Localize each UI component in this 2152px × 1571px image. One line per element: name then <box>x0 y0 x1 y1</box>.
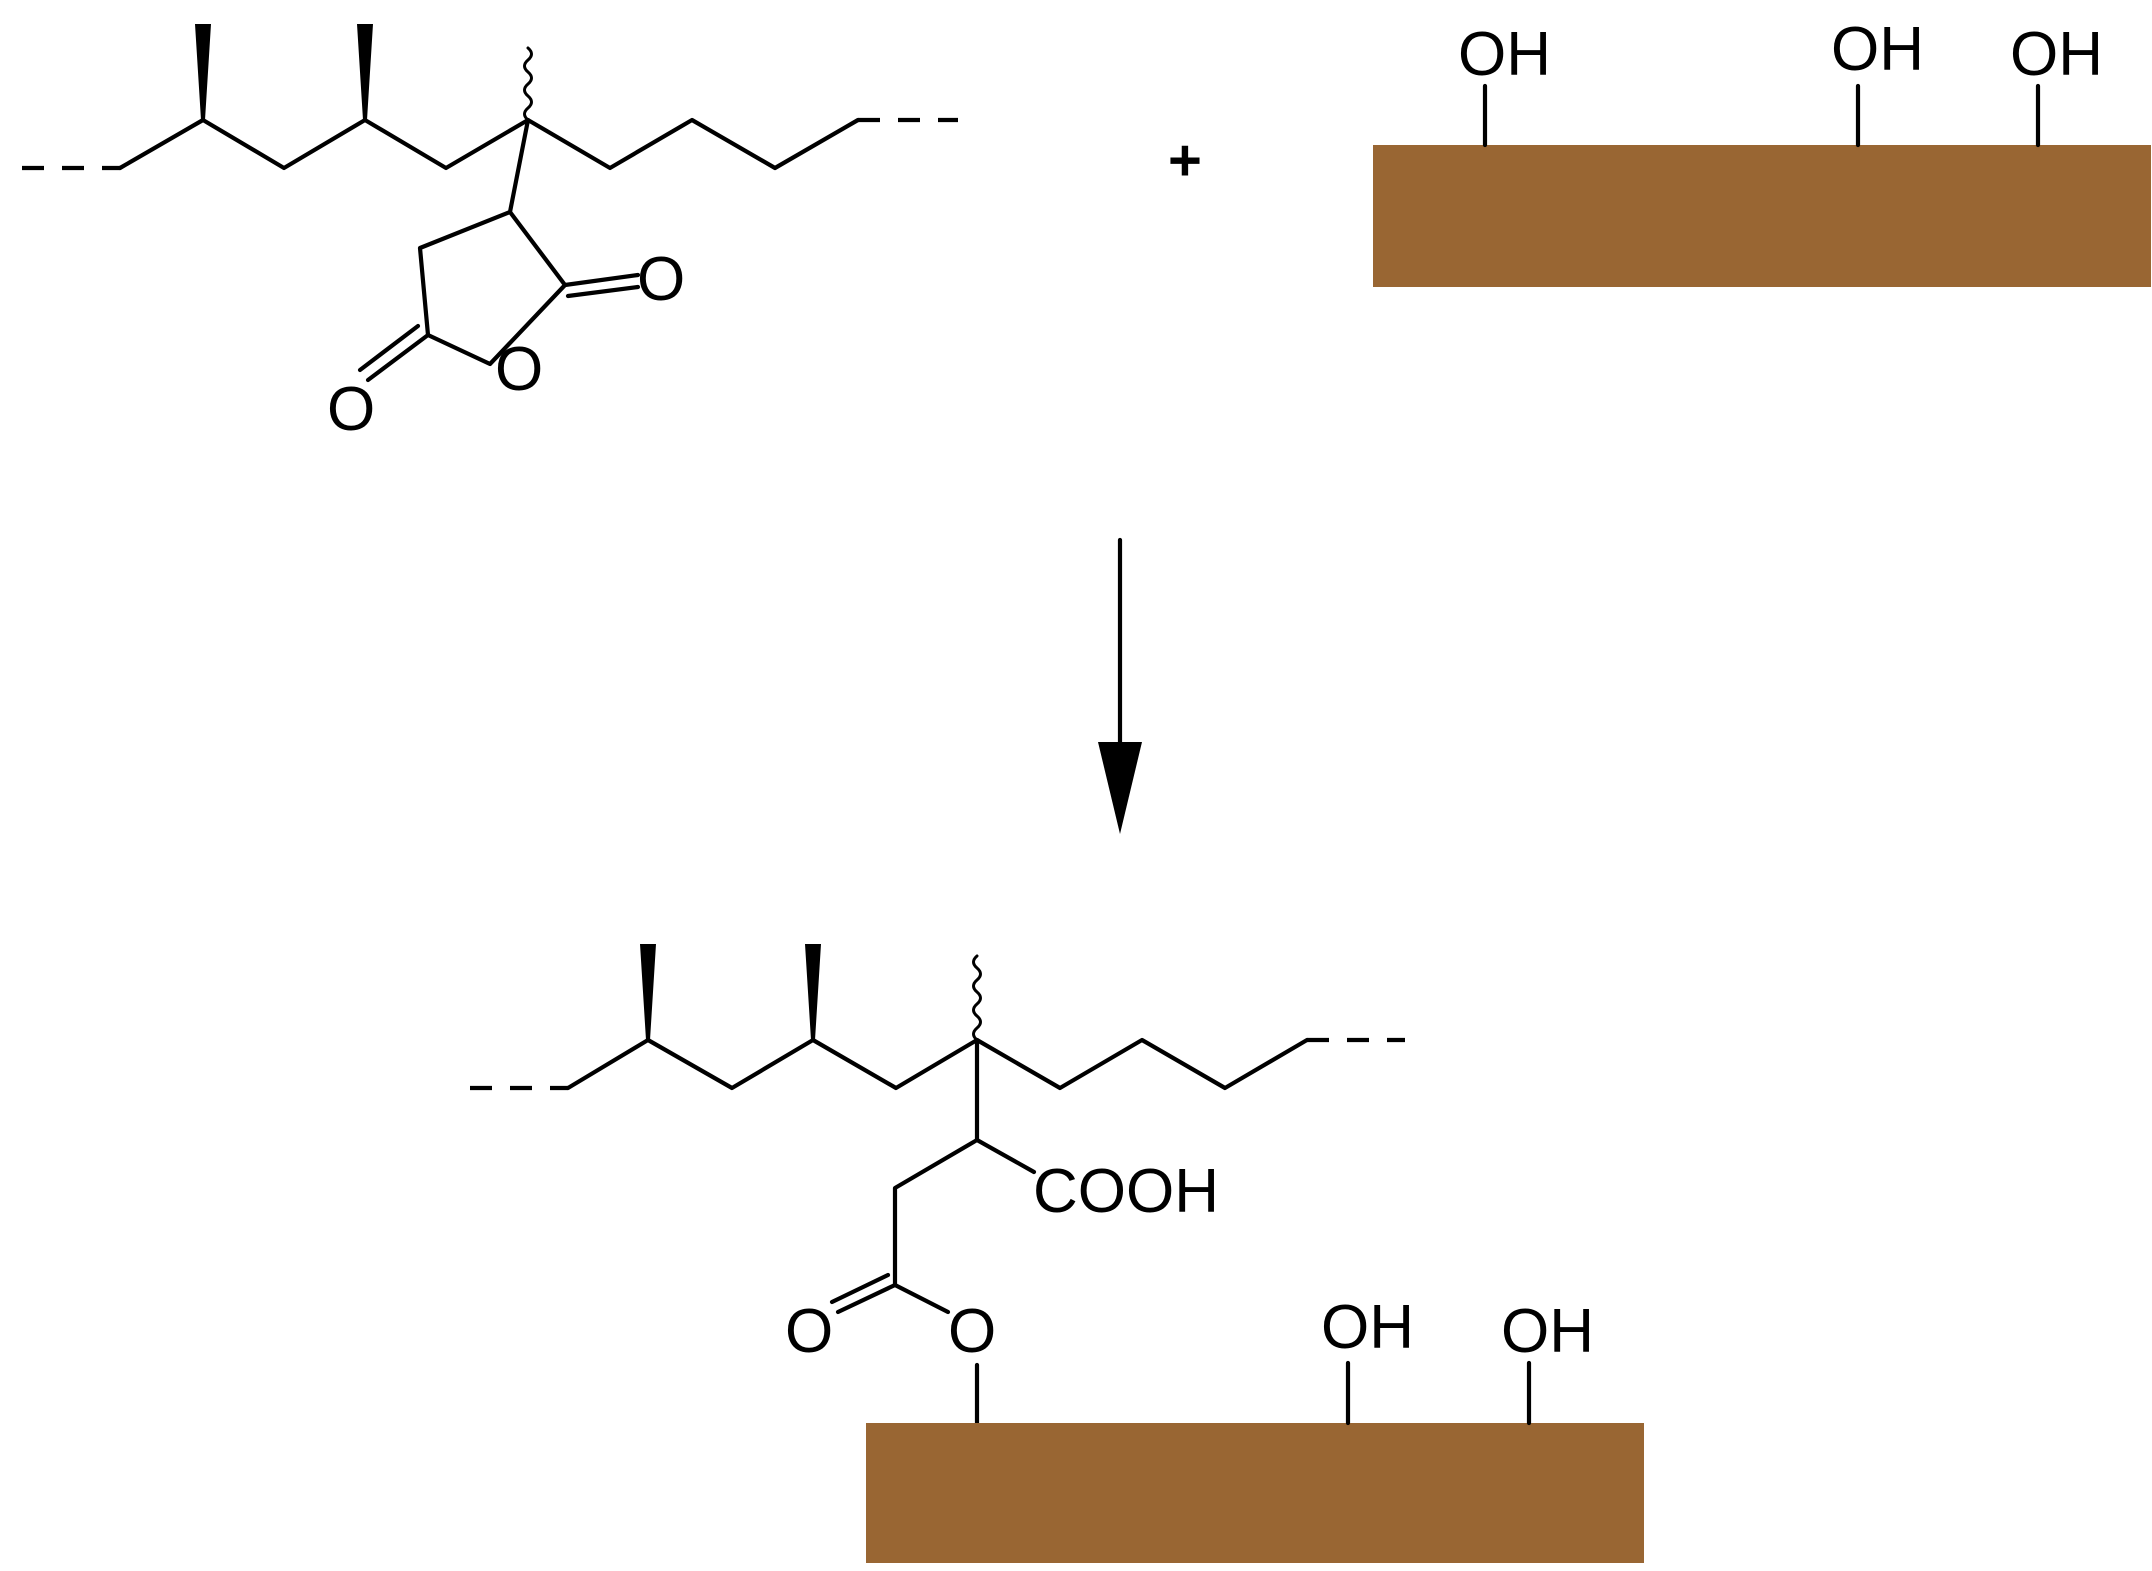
acid-bond <box>974 1137 1037 1175</box>
carbonyl-right-bond-b <box>565 284 641 299</box>
ester-carbonyl-bond-a <box>835 1282 898 1315</box>
carboxylic-acid-group: COOH <box>1033 1157 1219 1226</box>
wavy-bond <box>972 954 982 1042</box>
carbonyl-right-bond-a <box>562 272 641 288</box>
surface-substrate <box>866 1423 1644 1563</box>
carbonyl-left-bond-a <box>365 332 431 383</box>
product-surface: OH OH <box>866 1293 1644 1563</box>
ester-o: O <box>948 1297 996 1366</box>
surface-hydroxyl-1: OH <box>1458 20 1551 89</box>
methyl-wedge-1 <box>640 944 656 1040</box>
anhydride-carbonyl-o-right: O <box>637 245 685 314</box>
plus-sign: + <box>1168 128 1202 193</box>
reactant-polymer: O O O <box>22 24 958 444</box>
anhydride-ring <box>417 117 568 367</box>
anhydride-ring-o: O <box>495 335 543 404</box>
surface-hydroxyl-1: OH <box>1321 1293 1414 1362</box>
reaction-arrow <box>1098 537 1142 834</box>
wavy-bond <box>523 46 533 122</box>
surface-hydroxyl-3: OH <box>2010 20 2103 89</box>
ester-o-bond <box>892 1282 951 1315</box>
methyl-wedge-1 <box>195 24 211 120</box>
product-polymer: COOH O O <box>470 944 1405 1426</box>
polymer-backbone <box>117 117 861 171</box>
anhydride-carbonyl-o-left: O <box>327 375 375 444</box>
arrow-head <box>1098 742 1142 834</box>
surface-hydroxyl-2: OH <box>1501 1297 1594 1366</box>
methyl-wedge-2 <box>805 944 821 1040</box>
reactant-surface: OH OH OH <box>1373 15 2151 287</box>
carbonyl-left-bond-b <box>357 323 421 373</box>
ester-carbonyl-o: O <box>785 1297 833 1366</box>
ester-arm <box>892 1137 980 1288</box>
polymer-backbone <box>565 1037 1310 1091</box>
surface-hydroxyl-2: OH <box>1831 15 1924 84</box>
methyl-wedge-2 <box>357 24 373 120</box>
ester-carbonyl-bond-b <box>829 1272 891 1305</box>
surface-substrate <box>1373 145 2151 287</box>
